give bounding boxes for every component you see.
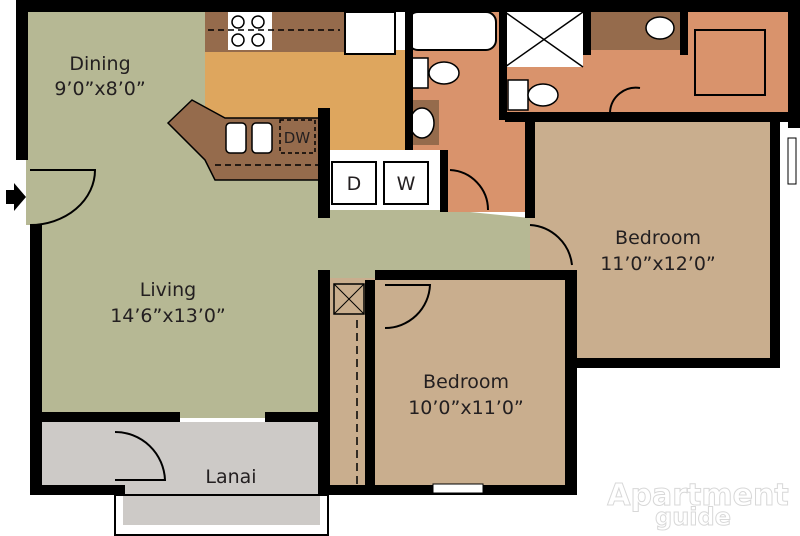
- washer-label: W: [397, 173, 416, 195]
- upper-counter: [205, 10, 345, 52]
- bedroom1-floor: [530, 118, 780, 360]
- laundry: D W: [331, 161, 429, 485]
- watermark: Apartment guide: [607, 478, 789, 532]
- room-labels: Dining 9’0”x8’0” Living 14’6”x13’0” Bedr…: [54, 53, 715, 488]
- stove: [228, 12, 272, 50]
- lanai-label: Lanai: [205, 466, 256, 488]
- entry-arrow-icon: [6, 183, 26, 211]
- living-dining-floor: [26, 10, 530, 418]
- bedroom1-dims: 11’0”x12’0”: [600, 253, 716, 275]
- dining-label: Dining: [69, 53, 130, 75]
- bedroom1-label: Bedroom: [615, 227, 701, 249]
- svg-text:Apartment: Apartment: [607, 478, 788, 513]
- bedroom2-dims: 10’0”x11’0”: [408, 397, 524, 419]
- living-dims: 14’6”x13’0”: [110, 305, 226, 327]
- lanai-floor: [40, 422, 320, 525]
- dishwasher-label: DW: [284, 129, 311, 147]
- dryer-label: D: [347, 173, 362, 195]
- bedroom2-label: Bedroom: [423, 371, 509, 393]
- living-label: Living: [140, 279, 197, 301]
- walls: [16, 0, 800, 495]
- doors: [29, 86, 641, 481]
- dining-dims: 9’0”x8’0”: [54, 78, 145, 100]
- svg-text:guide: guide: [655, 503, 731, 531]
- cabinets: DW: [166, 10, 396, 181]
- bath-fixtures: [407, 11, 766, 145]
- fridge: [344, 11, 396, 55]
- bathtub: [407, 11, 497, 51]
